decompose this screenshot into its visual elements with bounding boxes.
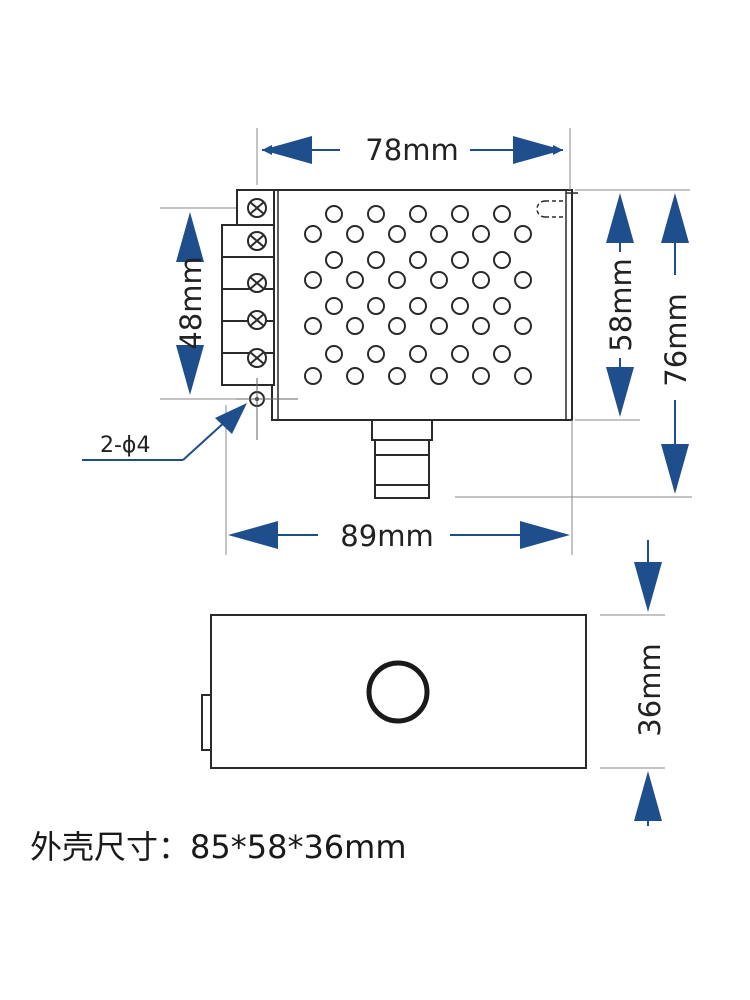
vent-hole	[409, 205, 427, 223]
top-view: 78mm 89mm 48mm 58mm	[82, 128, 693, 555]
dim-label-58mm: 58mm	[604, 258, 638, 351]
dim-label-89mm: 89mm	[340, 519, 433, 553]
vent-hole	[304, 317, 322, 335]
vent-hole	[493, 205, 511, 223]
vent-hole	[430, 225, 448, 243]
vent-hole	[514, 225, 532, 243]
vent-hole	[472, 225, 490, 243]
vent-hole	[388, 317, 406, 335]
vent-hole	[367, 205, 385, 223]
dimension-76mm: 76mm	[455, 193, 693, 498]
vent-hole	[493, 345, 511, 363]
vent-hole	[325, 345, 343, 363]
vent-hole	[451, 297, 469, 315]
vent-hole	[346, 225, 364, 243]
dimension-36mm: 36mm	[600, 540, 667, 826]
vent-hole	[451, 205, 469, 223]
ventilation-holes	[304, 205, 532, 385]
dim-label-76mm: 76mm	[659, 293, 693, 386]
vent-hole	[346, 367, 364, 385]
dimension-58mm: 58mm	[575, 189, 690, 421]
side-view: 36mm	[201, 540, 667, 826]
vent-hole	[451, 251, 469, 269]
hole-callout: 2-ϕ4	[82, 403, 247, 461]
vent-hole	[472, 317, 490, 335]
dim-label-36mm: 36mm	[633, 643, 667, 736]
potentiometer-shaft	[371, 419, 433, 499]
vent-hole	[325, 205, 343, 223]
vent-hole	[304, 367, 322, 385]
terminal-screws	[247, 198, 267, 368]
vent-hole	[304, 271, 322, 289]
dim-label-48mm: 48mm	[174, 256, 208, 349]
vent-hole	[346, 317, 364, 335]
vent-hole	[493, 251, 511, 269]
vent-hole	[304, 225, 322, 243]
vent-hole	[388, 271, 406, 289]
vent-hole	[325, 297, 343, 315]
vent-hole	[514, 367, 532, 385]
dimension-48mm: 48mm	[160, 207, 236, 400]
vent-hole	[493, 297, 511, 315]
vent-hole	[409, 297, 427, 315]
vent-hole	[367, 297, 385, 315]
vent-hole	[430, 367, 448, 385]
mounting-hole-top-right	[536, 200, 566, 218]
hole-note: 2-ϕ4	[100, 433, 150, 458]
knob-circle	[366, 660, 430, 724]
vent-hole	[472, 271, 490, 289]
side-terminal-edge	[201, 694, 212, 751]
vent-hole	[409, 345, 427, 363]
side-housing-outline	[210, 614, 587, 769]
vent-hole	[430, 271, 448, 289]
dimension-89mm: 89mm	[225, 405, 573, 555]
vent-hole	[388, 225, 406, 243]
housing-size-caption: 外壳尺寸：85*58*36mm	[30, 828, 407, 866]
dim-label-78mm: 78mm	[365, 133, 458, 167]
vent-hole	[514, 317, 532, 335]
vent-hole	[430, 317, 448, 335]
vent-hole	[388, 367, 406, 385]
vent-hole	[451, 345, 469, 363]
vent-hole	[472, 367, 490, 385]
vent-hole	[514, 271, 532, 289]
vent-hole	[367, 345, 385, 363]
vent-hole	[346, 271, 364, 289]
vent-hole	[409, 251, 427, 269]
dimension-78mm: 78mm	[256, 128, 571, 190]
vent-hole	[325, 251, 343, 269]
vent-hole	[367, 251, 385, 269]
